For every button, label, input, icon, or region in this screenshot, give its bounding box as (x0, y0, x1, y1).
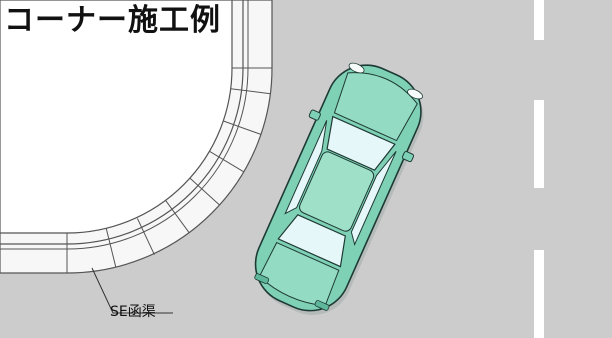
sedan-car-icon (254, 62, 424, 315)
car-taillight-left (254, 273, 270, 284)
corner-lot (0, 0, 233, 234)
car-mirror-left (308, 109, 321, 121)
car-windshield (326, 115, 396, 171)
curb-line-middle (0, 0, 249, 250)
curb-joints-vertical (232, 0, 272, 69)
car-rear-window (277, 214, 346, 268)
lane-marking (534, 0, 544, 338)
diagram-title: コーナー施工例 (4, 3, 221, 38)
car-mirror-right (401, 151, 415, 163)
car-headlight-right (407, 88, 423, 100)
car-taillight-right (314, 300, 330, 311)
car-window-left (284, 120, 328, 215)
car-headlight-left (348, 62, 365, 74)
car-roof (299, 151, 375, 232)
car-window-right (350, 150, 397, 246)
se-culvert-callout: SE函渠 (110, 304, 156, 320)
callout-leader (91, 267, 173, 314)
curb-line-inner (0, 0, 244, 245)
curb-joints-radial (66, 88, 271, 273)
